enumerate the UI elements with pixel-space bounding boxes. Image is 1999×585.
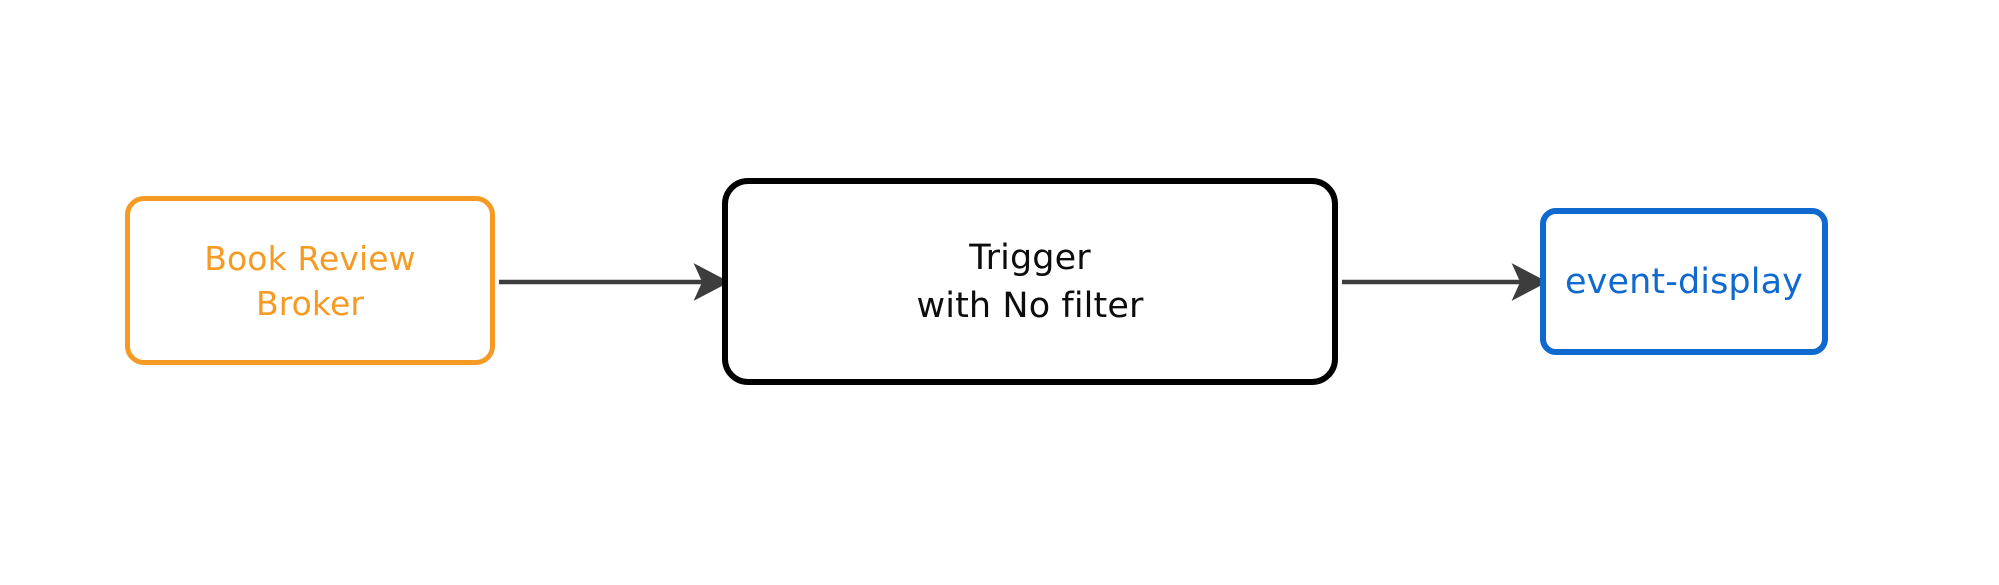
node-trigger-label-line-1: Trigger (969, 237, 1091, 278)
node-book-review-broker[interactable]: Book Review Broker (125, 196, 495, 365)
node-sink-label-line-1: event-display (1565, 261, 1803, 302)
node-trigger-label-line-2: with No filter (916, 285, 1144, 326)
node-broker-label-line-1: Book Review (204, 238, 416, 278)
node-trigger[interactable]: Trigger with No filter (722, 178, 1338, 385)
node-broker-label-line-2: Broker (255, 283, 365, 323)
node-event-display[interactable]: event-display (1540, 208, 1828, 355)
